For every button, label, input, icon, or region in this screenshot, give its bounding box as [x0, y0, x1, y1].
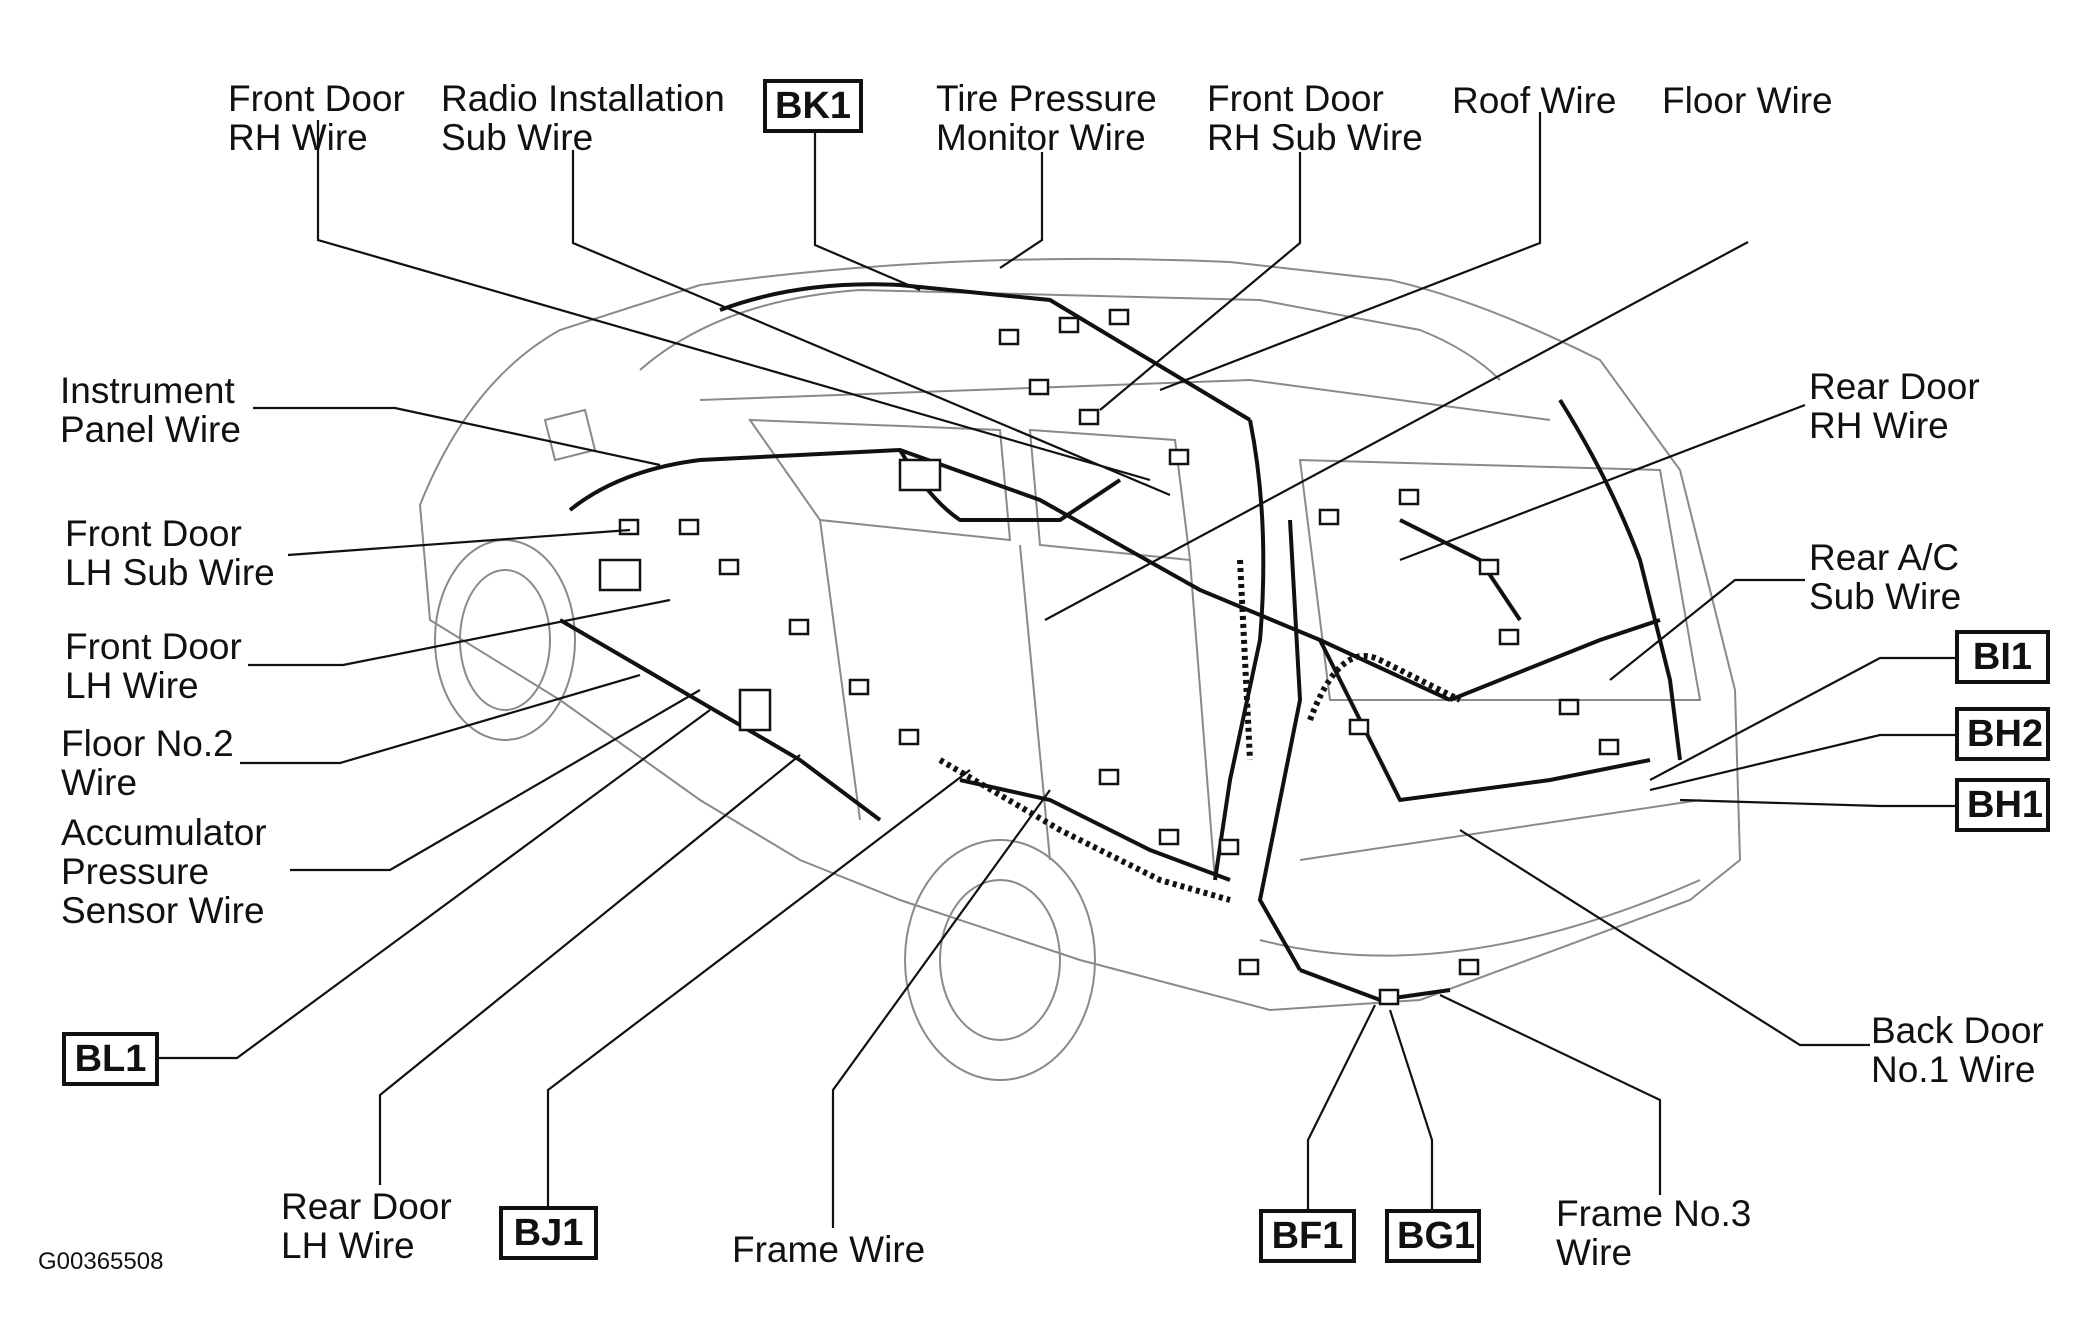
leader-roof-wire [1159, 112, 1542, 392]
connector-bh2: BH2 [1955, 707, 2050, 761]
leader-bh2 [1649, 733, 1955, 792]
leader-lines [155, 112, 1955, 1228]
leader-accumulator-pressure-sensor-wire [290, 689, 701, 872]
label-frame-no3-wire: Frame No.3 Wire [1556, 1193, 1752, 1273]
leader-front-door-lh-sub-wire [287, 528, 631, 557]
connector-bh1: BH1 [1955, 778, 2050, 832]
label-front-door-rh-wire: Front Door RH Wire [228, 78, 405, 158]
label-radio-installation-sub-wire: Radio Installation Sub Wire [441, 78, 725, 158]
label-front-door-lh-wire: Front Door LH Wire [65, 626, 242, 706]
leader-rear-door-rh-wire [1399, 403, 1806, 562]
label-rear-door-lh-wire: Rear Door LH Wire [281, 1186, 452, 1266]
leader-instrument-panel-wire [253, 406, 661, 467]
wire-harness-dashed [938, 559, 1462, 903]
label-floor-no2-wire: Floor No.2 Wire [61, 723, 234, 803]
label-instrument-panel-wire: Instrument Panel Wire [60, 370, 241, 450]
label-front-door-lh-sub-wire: Front Door LH Sub Wire [65, 513, 275, 593]
label-accumulator-pressure-sensor-wire: Accumulator Pressure Sensor Wire [61, 812, 267, 931]
leader-front-door-rh-sub-wire [1099, 152, 1302, 411]
connector-bg1: BG1 [1385, 1209, 1481, 1263]
label-roof-wire: Roof Wire [1452, 80, 1617, 121]
connector-bk1: BK1 [763, 79, 863, 133]
leader-tire-pressure-monitor-wire [999, 152, 1044, 269]
leader-back-door-no1-wire [1459, 829, 1870, 1047]
leader-bh1 [1679, 798, 1955, 808]
leader-rear-door-lh-wire [378, 754, 801, 1185]
label-rear-door-rh-wire: Rear Door RH Wire [1809, 366, 1980, 446]
leader-bg1 [1388, 1009, 1434, 1210]
leader-rear-ac-sub-wire [1609, 578, 1805, 681]
connector-bl1: BL1 [62, 1032, 159, 1086]
label-back-door-no1-wire: Back Door No.1 Wire [1871, 1010, 2044, 1090]
label-frame-wire: Frame Wire [732, 1229, 926, 1270]
leader-bf1 [1306, 1004, 1376, 1210]
connector-bi1: BI1 [1955, 630, 2050, 684]
connector-bj1: BJ1 [499, 1206, 598, 1260]
leader-bi1 [1649, 656, 1955, 781]
leader-floor-no2-wire [240, 673, 641, 765]
leader-bl1 [155, 709, 711, 1060]
leader-floor-wire [1044, 241, 1749, 621]
leader-radio-installation-sub-wire [571, 150, 1171, 497]
label-floor-wire: Floor Wire [1662, 80, 1833, 121]
connector-bf1: BF1 [1259, 1209, 1356, 1263]
leader-front-door-rh-wire [316, 120, 1151, 482]
connector-blocks [598, 308, 1620, 1006]
vehicle-outline [418, 257, 1742, 1081]
leader-front-door-lh-wire [248, 598, 671, 667]
figure-code: G00365508 [38, 1248, 164, 1275]
label-front-door-rh-sub-wire: Front Door RH Sub Wire [1207, 78, 1423, 158]
leader-bk1 [813, 128, 921, 292]
leader-frame-wire [831, 789, 1051, 1228]
leader-frame-no3-wire [1439, 994, 1662, 1195]
leader-bj1 [546, 769, 971, 1210]
label-rear-ac-sub-wire: Rear A/C Sub Wire [1809, 537, 1962, 617]
label-tire-pressure-monitor-wire: Tire Pressure Monitor Wire [936, 78, 1157, 158]
